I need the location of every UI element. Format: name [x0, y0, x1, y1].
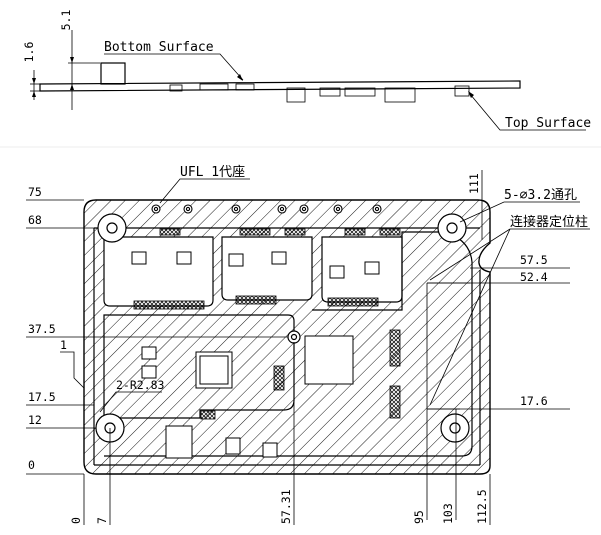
radius-label: 2-R2.83: [116, 378, 165, 392]
dim-y-37-5: 37.5: [28, 322, 56, 336]
bottom-surface-label: Bottom Surface: [104, 40, 214, 55]
pads: [131, 251, 380, 459]
x-dimensions: 0 7 57.31 95 103 112.5: [69, 342, 491, 525]
hole-label: 5-⌀3.2通孔: [504, 188, 577, 203]
plan-view: UFL 1代座 75 68 37.5 17.5 12 0 1 2-R2.83 0: [26, 165, 590, 525]
side-board: [39, 80, 521, 92]
ufl-label: UFL 1代座: [180, 165, 245, 180]
mounting-holes: [95, 213, 470, 443]
leader-line: [99, 391, 162, 413]
leader-line: [469, 93, 586, 131]
leader-line: [459, 201, 580, 223]
dim-y-0: 0: [28, 458, 35, 472]
ufl-connectors: [151, 204, 382, 214]
dim-x-57-31: 57.31: [279, 489, 293, 524]
arrow-icon: [237, 74, 243, 81]
side-part: [454, 85, 470, 97]
dim-52-4: 52.4: [520, 270, 548, 284]
side-part: [384, 87, 416, 103]
side-view: 1.6 5.1 Bottom Surface Top Surface: [22, 10, 591, 131]
side-part: [344, 87, 376, 97]
dim-y-12: 12: [28, 413, 42, 427]
dim-17-6: 17.6: [520, 394, 548, 408]
dim-y-17-5: 17.5: [28, 390, 56, 404]
side-part: [286, 87, 306, 103]
leader-line: [429, 228, 511, 406]
side-part: [235, 83, 255, 91]
side-shield: [100, 62, 126, 85]
side-part: [319, 87, 341, 97]
inner-regions: [103, 236, 403, 307]
crosshatch-strips: [133, 228, 401, 420]
dim-x-95: 95: [412, 510, 426, 524]
leader-line: [159, 178, 250, 204]
dim-111: 111: [467, 173, 481, 194]
arrow-icon: [468, 91, 474, 98]
leader-line: [60, 351, 85, 389]
dim-x-112-5: 112.5: [475, 489, 489, 524]
leader-line: [104, 53, 244, 81]
dim-y-75: 75: [28, 185, 42, 199]
side-part: [199, 83, 229, 91]
dim-y-68: 68: [28, 213, 42, 227]
side-part: [169, 84, 183, 92]
dim-x-103: 103: [441, 503, 455, 524]
marker-1: 1: [60, 338, 67, 352]
top-surface-label: Top Surface: [505, 116, 591, 131]
dim-1-6: 1.6: [22, 42, 36, 63]
dim-x-0: 0: [69, 517, 83, 524]
arrow-icon: [32, 78, 36, 97]
dim-x-7: 7: [95, 517, 109, 524]
dim-5-1: 5.1: [59, 10, 73, 31]
connector-label: 连接器定位柱: [510, 214, 588, 230]
dim-57-5: 57.5: [520, 253, 548, 267]
y-dimensions: 75 68 37.5 17.5 12 0: [26, 185, 288, 475]
